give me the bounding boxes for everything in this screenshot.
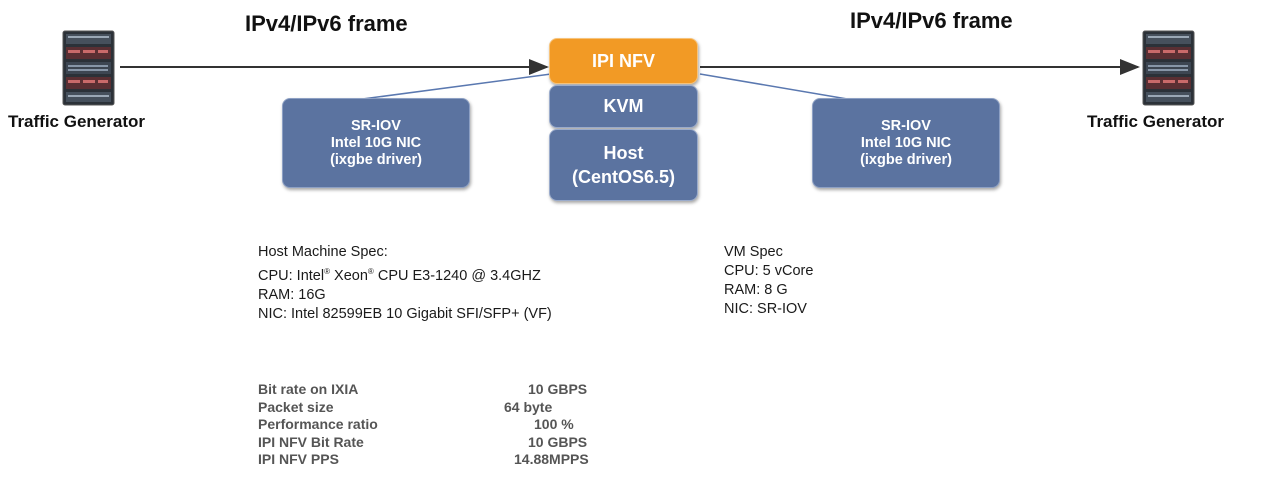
- performance-value: 100 %: [534, 416, 574, 432]
- vm-spec: VM Spec CPU: 5 vCore RAM: 8 G NIC: SR-IO…: [724, 243, 813, 319]
- right-nic-line-2: Intel 10G NIC: [860, 134, 952, 151]
- vm-spec-ram: RAM: 8 G: [724, 282, 788, 298]
- left-traffic-generator-device-icon: [62, 30, 115, 106]
- performance-row: IPI NFV Bit Rate 10 GBPS: [258, 434, 638, 452]
- performance-row: Packet size 64 byte: [258, 399, 638, 417]
- host-box: Host (CentOS6.5): [549, 129, 698, 201]
- performance-table: Bit rate on IXIA 10 GBPS Packet size 64 …: [258, 381, 638, 469]
- performance-value: 14.88MPPS: [514, 451, 589, 467]
- vm-spec-nic: NIC: SR-IOV: [724, 301, 807, 317]
- right-traffic-generator-device-icon: [1142, 30, 1195, 106]
- ipi-nfv-box: IPI NFV: [549, 38, 698, 84]
- host-spec-cpu: CPU: Intel® Xeon® CPU E3-1240 @ 3.4GHZ: [258, 267, 541, 284]
- performance-row: Bit rate on IXIA 10 GBPS: [258, 381, 638, 399]
- ipi-nfv-label: IPI NFV: [591, 50, 655, 71]
- performance-label: IPI NFV PPS: [258, 451, 339, 467]
- vm-spec-title: VM Spec: [724, 244, 783, 260]
- host-machine-spec: Host Machine Spec: CPU: Intel® Xeon® CPU…: [258, 243, 552, 324]
- kvm-box: KVM: [549, 85, 698, 128]
- left-nic-line-2: Intel 10G NIC: [330, 134, 422, 151]
- left-frame-label: IPv4/IPv6 frame: [245, 11, 408, 36]
- right-frame-label: IPv4/IPv6 frame: [850, 8, 1013, 33]
- right-nic-line-1: SR-IOV: [881, 117, 931, 134]
- vm-spec-cpu: CPU: 5 vCore: [724, 263, 814, 279]
- left-sriov-nic-box: SR-IOV Intel 10G NIC (ixgbe driver): [282, 98, 470, 188]
- right-sriov-nic-box: SR-IOV Intel 10G NIC (ixgbe driver): [812, 98, 1000, 188]
- left-traffic-generator-label: Traffic Generator: [8, 112, 145, 131]
- performance-row: Performance ratio 100 %: [258, 416, 638, 434]
- left-nic-line-1: SR-IOV: [351, 117, 401, 134]
- right-traffic-generator-label: Traffic Generator: [1087, 112, 1224, 131]
- performance-row: IPI NFV PPS 14.88MPPS: [258, 451, 638, 469]
- performance-label: Performance ratio: [258, 416, 378, 432]
- performance-value: 10 GBPS: [528, 433, 588, 450]
- performance-value: 64 byte: [504, 398, 553, 415]
- right-nic-connector: [699, 73, 866, 103]
- performance-value: 10 GBPS: [528, 381, 588, 397]
- left-nic-line-3: (ixgbe driver): [330, 151, 422, 168]
- left-nic-connector: [339, 73, 552, 103]
- host-spec-ram: RAM: 16G: [258, 286, 326, 303]
- host-label-line-2: (CentOS6.5): [571, 167, 676, 187]
- host-spec-nic: NIC: Intel 82599EB 10 Gigabit SFI/SFP+ (…: [258, 305, 552, 322]
- performance-label: IPI NFV Bit Rate: [258, 433, 364, 450]
- performance-label: Packet size: [258, 398, 334, 415]
- performance-label: Bit rate on IXIA: [258, 381, 359, 397]
- kvm-label: KVM: [603, 96, 644, 116]
- host-label-line-1: Host: [603, 143, 644, 163]
- right-nic-line-3: (ixgbe driver): [860, 151, 952, 168]
- host-spec-title: Host Machine Spec:: [258, 244, 388, 260]
